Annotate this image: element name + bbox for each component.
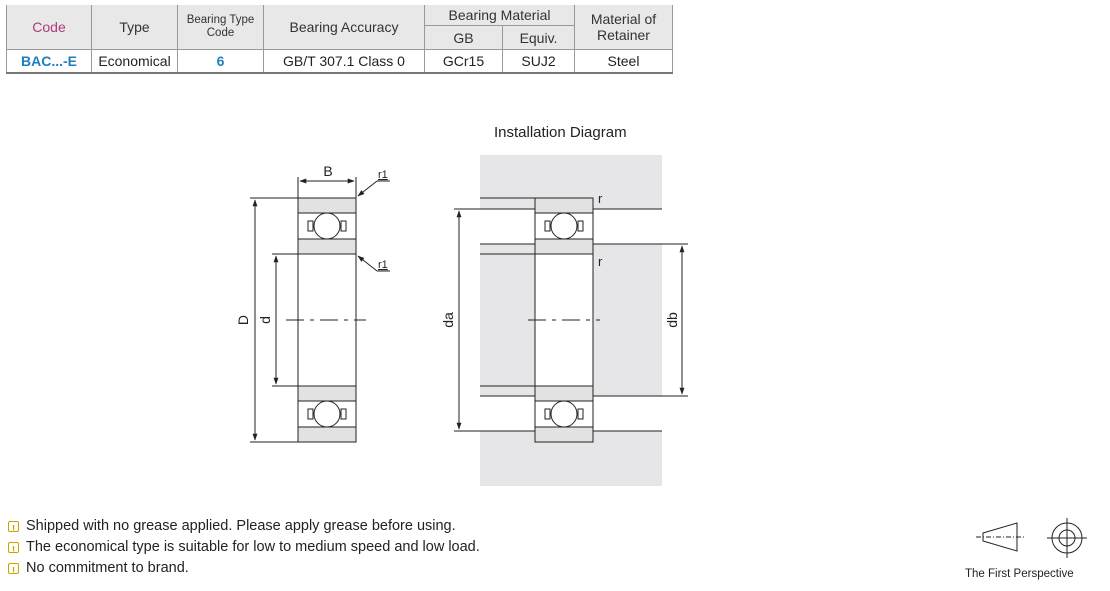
installation-section xyxy=(454,155,688,486)
cell-bearing-type-code: 6 xyxy=(177,49,264,74)
top-cage-left xyxy=(307,220,314,232)
list-item: The economical type is suitable for low … xyxy=(8,537,480,561)
note-text: The economical type is suitable for low … xyxy=(26,539,480,555)
header-bearing-type-line2: Code xyxy=(206,27,235,39)
inst-top-cage-right xyxy=(577,220,584,232)
warning-icon xyxy=(8,519,19,540)
first-perspective-symbol xyxy=(976,518,1087,558)
header-bearing-type-line1: Bearing Type xyxy=(186,14,255,26)
header-bearing-material: Bearing Material xyxy=(424,5,575,27)
cell-gb: GCr15 xyxy=(424,49,503,74)
header-type: Type xyxy=(91,5,178,50)
bottom-ball xyxy=(313,400,341,428)
cell-type: Economical xyxy=(91,49,178,74)
table-header-row: Code Type Bearing Type Code Bearing Accu… xyxy=(6,5,673,50)
header-retainer-line2: Retainer xyxy=(597,27,650,43)
label-r1-bottom: r1 xyxy=(378,259,388,271)
installation-diagram-title: Installation Diagram xyxy=(494,124,627,141)
label-da: da xyxy=(440,312,456,328)
top-cage-right xyxy=(340,220,347,232)
label-r-top: r xyxy=(598,191,603,206)
spec-table: Code Type Bearing Type Code Bearing Accu… xyxy=(6,5,673,74)
bearing-section xyxy=(250,177,390,443)
inst-bottom-cage-left xyxy=(544,408,551,420)
note-text: No commitment to brand. xyxy=(26,560,189,576)
header-bearing-accuracy: Bearing Accuracy xyxy=(263,5,425,50)
notes-list: Shipped with no grease applied. Please a… xyxy=(8,516,480,582)
cell-retainer: Steel xyxy=(574,49,673,74)
warning-icon xyxy=(8,561,19,582)
warning-icon xyxy=(8,540,19,561)
inst-top-ball xyxy=(550,212,578,240)
table-subheader-row: GB Equiv. xyxy=(7,25,673,50)
inst-bottom-cage-right xyxy=(577,408,584,420)
perspective-label: The First Perspective xyxy=(965,568,1074,580)
bottom-cage-left xyxy=(307,408,314,420)
label-r1-top: r1 xyxy=(378,169,388,181)
header-code: Code xyxy=(6,5,92,50)
header-bearing-type-code: Bearing Type Code xyxy=(177,5,264,50)
list-item: Shipped with no grease applied. Please a… xyxy=(8,516,480,540)
table-row: BAC...-E Economical 6 GB/T 307.1 Class 0… xyxy=(6,49,673,74)
perspective-cone-icon xyxy=(982,522,1018,552)
label-d-outer: D xyxy=(235,315,251,325)
cell-bearing-accuracy: GB/T 307.1 Class 0 xyxy=(263,49,425,74)
label-b: B xyxy=(323,163,332,179)
header-equiv: Equiv. xyxy=(502,25,575,50)
bottom-cage-right xyxy=(340,408,347,420)
top-ball xyxy=(313,212,341,240)
cell-code: BAC...-E xyxy=(6,49,92,74)
note-text: Shipped with no grease applied. Please a… xyxy=(26,518,456,534)
label-db: db xyxy=(664,312,680,328)
list-item: No commitment to brand. xyxy=(8,558,480,582)
header-retainer-line1: Material of xyxy=(590,11,657,27)
cell-equiv: SUJ2 xyxy=(502,49,575,74)
label-r-bottom: r xyxy=(598,254,603,269)
header-gb: GB xyxy=(424,25,503,50)
inst-top-cage-left xyxy=(544,220,551,232)
header-retainer: Material of Retainer xyxy=(574,5,673,50)
r1-bottom-leader xyxy=(357,255,378,272)
inst-bottom-ball xyxy=(550,400,578,428)
r1-top-leader xyxy=(357,180,378,197)
label-d-inner: d xyxy=(257,316,273,324)
